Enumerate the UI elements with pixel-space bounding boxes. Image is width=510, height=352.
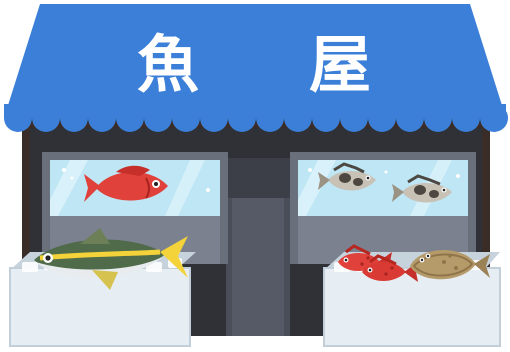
bubble [70, 176, 74, 180]
awning-top [4, 4, 506, 118]
sign-character-fish: 魚 [137, 28, 199, 101]
right-ice-crate [323, 244, 501, 347]
bubble [308, 168, 312, 172]
bubble [456, 174, 460, 178]
sign-character-shop: 屋 [309, 28, 371, 101]
left-glass-glare [50, 160, 88, 216]
flounder-icon [410, 249, 490, 280]
left-ice-crate [9, 228, 196, 347]
awning: 魚 屋 [4, 4, 508, 132]
left-glass-glare-2 [165, 160, 205, 216]
bubble [62, 168, 66, 172]
right-glass-glare [298, 160, 336, 216]
left-crate-front [10, 268, 190, 346]
rockfish-icon [318, 162, 376, 191]
center-pillar-shadow [226, 158, 290, 198]
sea-bream-icon [84, 165, 168, 202]
bubble [206, 188, 210, 192]
right-crate-front [324, 268, 500, 346]
rockfish-icon [392, 174, 452, 203]
red-rockfish-icon [362, 254, 418, 282]
left-window [42, 152, 228, 264]
right-window [290, 152, 476, 264]
yellowtail-icon [34, 228, 188, 290]
bubble [384, 170, 388, 174]
